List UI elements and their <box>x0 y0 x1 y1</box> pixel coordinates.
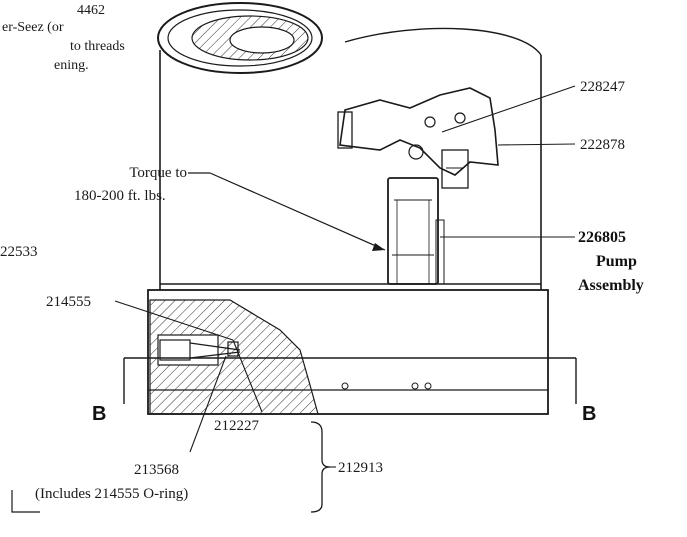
note-line-1: 4462 <box>77 3 105 18</box>
part-number-228247: 228247 <box>580 79 626 95</box>
includes-oring-note: (Includes 214555 O-ring) <box>35 486 188 502</box>
part-number-226805: 226805 <box>578 229 626 246</box>
section-line-bb <box>123 357 577 404</box>
leader-lines <box>11 85 576 513</box>
section-label-b-right: B <box>582 403 596 425</box>
note-line-2: er-Seez (or <box>2 20 64 35</box>
assembly-label: Assembly <box>578 277 644 294</box>
base-block <box>147 283 549 415</box>
reservoir-cylinder <box>157 2 542 290</box>
section-label-b-left: B <box>92 403 106 425</box>
part-number-214555: 214555 <box>46 294 91 310</box>
part-number-212913: 212913 <box>338 460 383 476</box>
note-line-3: to threads <box>70 39 125 54</box>
torque-label-line-1: Torque to <box>129 165 187 181</box>
part-number-left-cut: 22533 <box>0 244 38 260</box>
pump-label: Pump <box>596 253 637 270</box>
pump-head <box>337 87 499 189</box>
part-number-213568: 213568 <box>134 462 179 478</box>
pump-body <box>387 177 445 285</box>
torque-label-line-2: 180-200 ft. lbs. <box>74 188 166 204</box>
part-number-212227: 212227 <box>214 418 260 434</box>
note-line-4: ening. <box>54 58 89 73</box>
part-number-222878: 222878 <box>580 137 625 153</box>
